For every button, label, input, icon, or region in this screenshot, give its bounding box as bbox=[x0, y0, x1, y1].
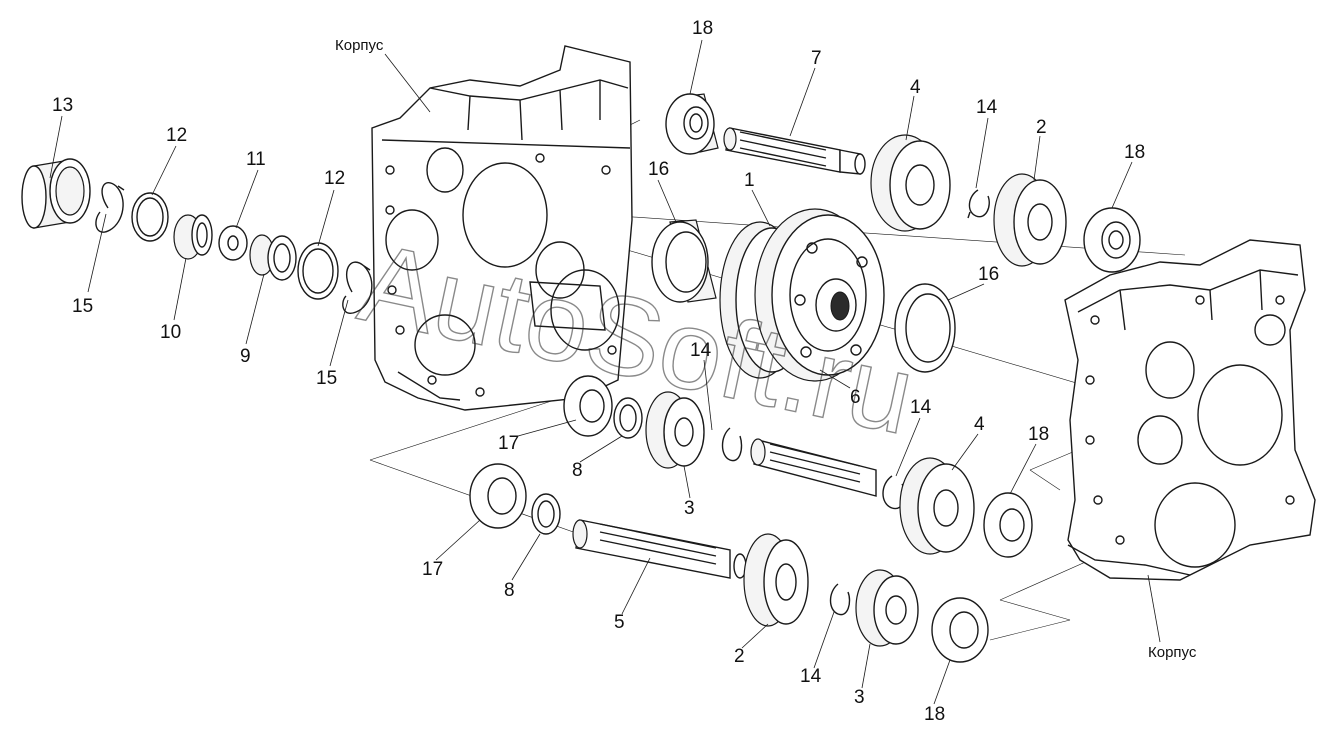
leader-lines bbox=[49, 39, 1161, 705]
housing-label-left: Корпус bbox=[335, 37, 384, 54]
part-15-retaining-ring-right bbox=[342, 261, 373, 314]
callout-14: 14 bbox=[800, 666, 822, 687]
callout-3: 3 bbox=[854, 687, 865, 708]
callout-7: 7 bbox=[811, 48, 822, 69]
part-14-snap-ring-middle-left bbox=[721, 427, 743, 462]
callout-13: 13 bbox=[52, 95, 73, 116]
callout-2: 2 bbox=[1036, 117, 1047, 138]
callout-15: 15 bbox=[72, 296, 93, 317]
part-18-bearing-top bbox=[665, 93, 719, 155]
part-11-spacer bbox=[218, 225, 248, 261]
part-4-gear-middle bbox=[899, 457, 975, 555]
callout-9: 9 bbox=[240, 346, 251, 367]
part-18-bearing-lower bbox=[931, 597, 989, 663]
callout-8: 8 bbox=[504, 580, 515, 601]
part-17-bearing-upper bbox=[563, 375, 613, 437]
callout-16: 16 bbox=[978, 264, 999, 285]
callout-16: 16 bbox=[648, 159, 669, 180]
part-12-washer-right bbox=[297, 242, 339, 300]
callout-10: 10 bbox=[160, 322, 181, 343]
part-12-washer-left bbox=[131, 192, 169, 242]
callout-12: 12 bbox=[324, 168, 345, 189]
callout-3: 3 bbox=[684, 498, 695, 519]
callout-15: 15 bbox=[316, 368, 337, 389]
right-housing-bolt-holes bbox=[1085, 295, 1295, 545]
callout-8: 8 bbox=[572, 460, 583, 481]
part-8-washer-lower bbox=[531, 493, 561, 535]
part-13-needle-bearing bbox=[21, 158, 91, 229]
part-8-washer-upper bbox=[613, 397, 643, 439]
housing-label-right: Корпус bbox=[1148, 644, 1197, 661]
part-3-gear-lower bbox=[855, 569, 919, 647]
callout-4: 4 bbox=[974, 414, 985, 435]
part-1-gear-cluster bbox=[719, 208, 885, 382]
left-housing-bolt-holes bbox=[385, 153, 617, 397]
callout-18: 18 bbox=[1028, 424, 1049, 445]
part-4-gear-top bbox=[870, 134, 951, 232]
part-3-gear-middle bbox=[645, 391, 705, 469]
part-17-bearing-lower bbox=[469, 463, 527, 529]
part-18-bearing-middle bbox=[983, 492, 1033, 558]
callout-18: 18 bbox=[924, 704, 945, 725]
part-14-snap-ring-top bbox=[967, 189, 990, 219]
callout-17: 17 bbox=[422, 559, 443, 580]
gear-1-bolt-holes bbox=[794, 242, 868, 358]
part-15-retaining-ring-left bbox=[95, 181, 125, 233]
part-2-gear-lower bbox=[743, 533, 809, 627]
part-6-shaft bbox=[750, 438, 877, 497]
part-18-bearing-right bbox=[1083, 207, 1141, 273]
callout-2: 2 bbox=[734, 646, 745, 667]
callout-4: 4 bbox=[910, 77, 921, 98]
part-5-shaft bbox=[572, 519, 747, 579]
callout-1: 1 bbox=[744, 170, 755, 191]
right-housing bbox=[1064, 239, 1316, 581]
callout-numbers: 13 12 11 12 15 10 9 15 18 7 4 14 2 18 16… bbox=[52, 18, 1145, 725]
callout-18: 18 bbox=[692, 18, 713, 39]
callout-12: 12 bbox=[166, 125, 187, 146]
callout-5: 5 bbox=[614, 612, 625, 633]
part-10-roller-bearing bbox=[173, 214, 213, 260]
part-9-roller-bearing bbox=[249, 234, 297, 281]
callout-14: 14 bbox=[976, 97, 998, 118]
part-14-snap-ring-lower bbox=[829, 583, 851, 616]
part-7-shaft bbox=[723, 127, 866, 175]
part-2-gear-top bbox=[993, 173, 1067, 267]
callout-6: 6 bbox=[850, 387, 861, 408]
callout-18: 18 bbox=[1124, 142, 1145, 163]
part-16-seal-right bbox=[894, 283, 956, 373]
callout-11: 11 bbox=[246, 149, 266, 170]
callout-14: 14 bbox=[910, 397, 932, 418]
callout-17: 17 bbox=[498, 433, 519, 454]
callout-14: 14 bbox=[690, 340, 712, 361]
left-housing bbox=[371, 45, 633, 411]
part-16-seal-left bbox=[651, 219, 717, 303]
